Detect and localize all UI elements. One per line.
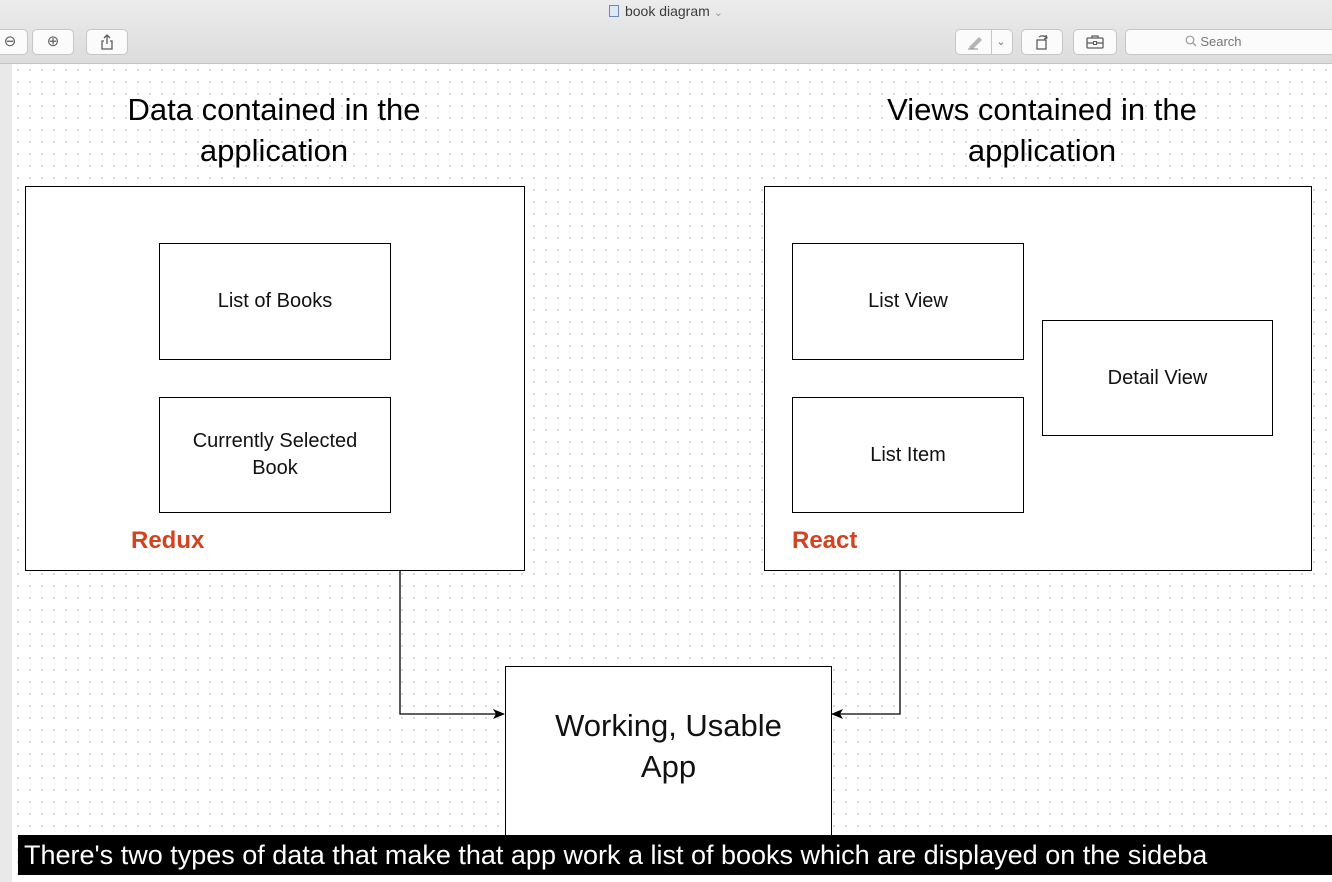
search-field[interactable]: [1125, 29, 1332, 55]
currently-selected-book-label: Currently Selected Book: [192, 430, 358, 479]
chevron-down-icon[interactable]: ⌄: [991, 30, 1010, 54]
pen-icon: [968, 37, 982, 50]
rotate-button[interactable]: [1021, 29, 1063, 55]
markup-pen-button[interactable]: ⌄: [955, 29, 1013, 55]
search-icon: [1185, 35, 1197, 47]
window-title-text: book diagram: [624, 3, 710, 19]
toolbox-button[interactable]: [1073, 29, 1117, 55]
list-item-label: List Item: [870, 443, 946, 466]
list-of-books-label: List of Books: [217, 290, 333, 312]
redux-to-app-arrow: [399, 571, 505, 719]
document-icon: [608, 5, 619, 17]
zoom-out-button[interactable]: ⊖: [0, 29, 28, 55]
list-of-books-box[interactable]: List of Books: [159, 243, 391, 360]
currently-selected-book-box[interactable]: Currently Selected Book: [159, 397, 391, 513]
window-title[interactable]: book diagram⌄: [0, 3, 1332, 19]
zoom-in-icon: ⊕: [46, 33, 60, 50]
video-caption: There's two types of data that make that…: [18, 835, 1332, 875]
toolbox-icon: [1086, 35, 1104, 49]
react-to-app-arrow: [831, 571, 901, 719]
data-heading: Data contained in the application: [127, 92, 421, 168]
views-heading: Views contained in the application: [887, 92, 1197, 168]
chevron-down-icon: ⌄: [713, 7, 724, 19]
share-icon: [101, 34, 113, 50]
working-usable-app-label: Working, Usable App: [555, 708, 782, 784]
zoom-out-icon: ⊖: [3, 33, 17, 50]
redux-label: Redux: [131, 527, 205, 554]
share-button[interactable]: [86, 29, 128, 55]
list-view-box[interactable]: List View: [792, 243, 1024, 360]
detail-view-label: Detail View: [1107, 366, 1208, 389]
zoom-in-button[interactable]: ⊕: [32, 29, 74, 55]
list-view-label: List View: [868, 290, 948, 312]
list-item-box[interactable]: List Item: [792, 397, 1024, 513]
rotate-icon: [1036, 34, 1048, 50]
react-label: React: [792, 527, 858, 554]
window-toolbar: book diagram⌄ ⊖ ⊕ ⌄: [0, 0, 1332, 64]
working-usable-app-box[interactable]: Working, Usable App: [505, 666, 832, 856]
detail-view-box[interactable]: Detail View: [1042, 320, 1273, 436]
search-input[interactable]: [1200, 34, 1311, 49]
sidebar-edge: [0, 64, 12, 882]
